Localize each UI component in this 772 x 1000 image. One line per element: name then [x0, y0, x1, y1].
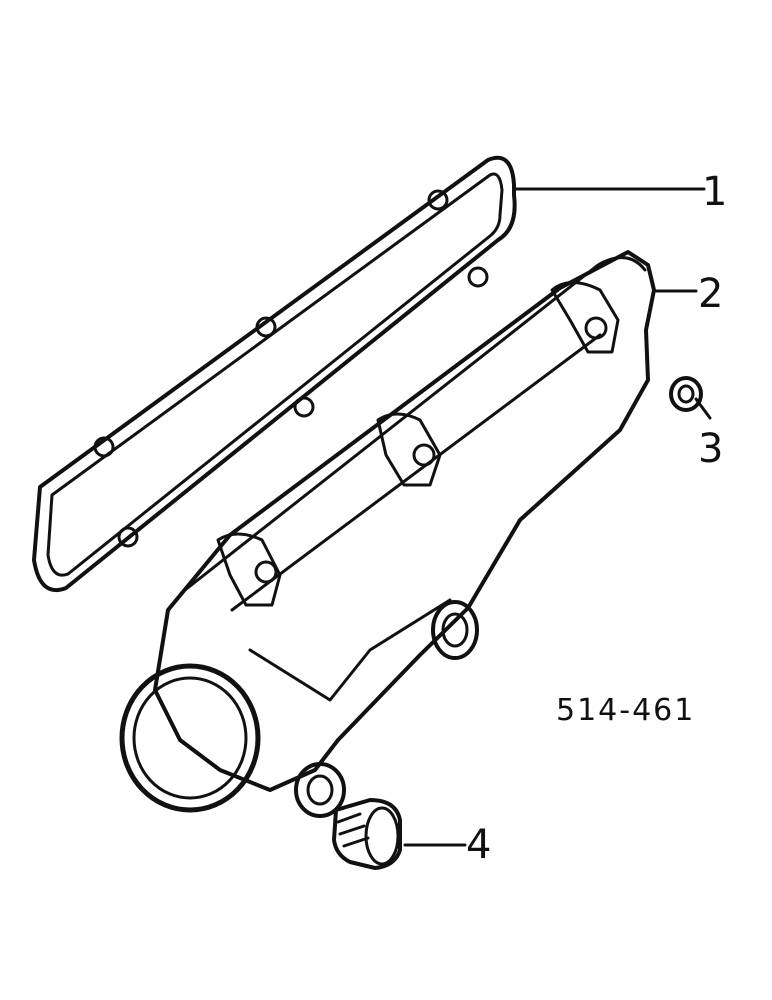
drain-port: [294, 762, 346, 818]
leader-lines: [403, 187, 712, 847]
callout-4: 4: [466, 822, 491, 868]
figure-number: 514-461: [556, 693, 695, 728]
plug: [332, 798, 402, 870]
gasket-bolt-holes: [93, 189, 489, 548]
side-port: [431, 600, 479, 660]
gasket: [32, 155, 517, 592]
mounting-bosses: [216, 281, 620, 607]
manifold: [119, 250, 656, 818]
callout-labels: 1 2 3 4: [466, 169, 727, 868]
callout-3: 3: [698, 426, 723, 472]
callout-1: 1: [702, 169, 727, 215]
outlet-opening: [119, 663, 261, 813]
washer: [669, 376, 703, 412]
callout-2: 2: [698, 271, 723, 317]
